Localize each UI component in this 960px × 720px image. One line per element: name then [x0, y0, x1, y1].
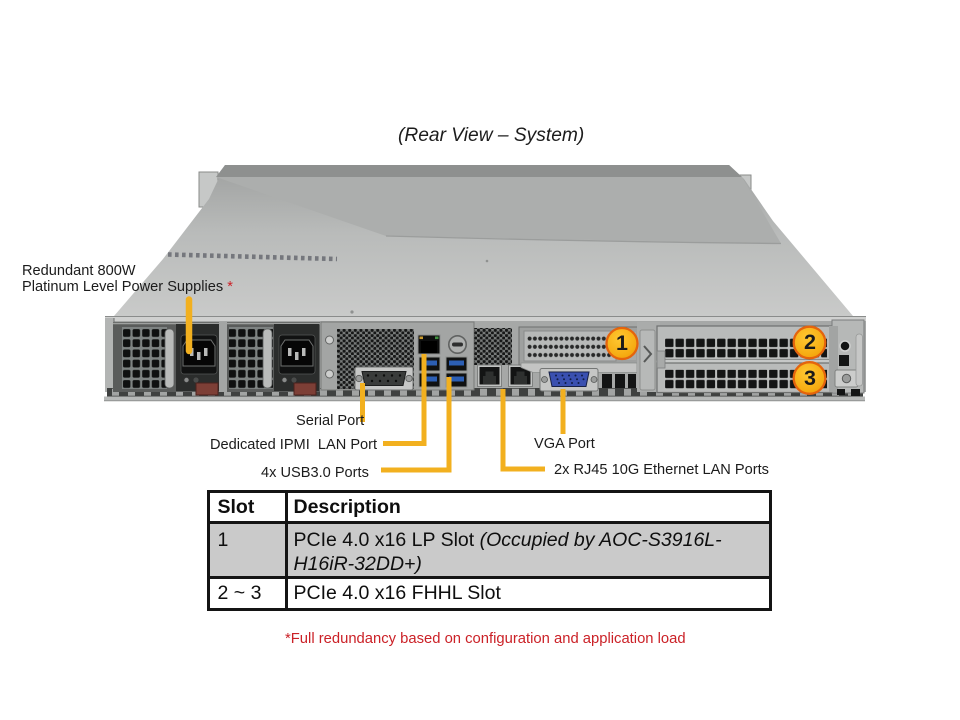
- power-supply-2: [229, 324, 319, 396]
- callout-lines: [185, 296, 566, 473]
- vga-port-label: VGA Port: [534, 436, 595, 452]
- footnote: *Full redundancy based on configuration …: [285, 631, 686, 647]
- slot-description-table: Slot Description 1 PCIe 4.0 x16 LP Slot …: [206, 490, 772, 611]
- ipmi-callout-line: [383, 354, 427, 446]
- slot-marker-1-number: 1: [616, 331, 628, 355]
- table-header-description: Description: [284, 490, 772, 524]
- power-supplies-label-line1: Redundant 800W: [22, 262, 136, 279]
- lan-port-1: [477, 364, 502, 387]
- table-header-row: Slot Description: [206, 490, 772, 524]
- lid-vent-dashes: [167, 252, 338, 262]
- power-supply-bays: [113, 322, 320, 396]
- slot-marker-1-circle: [605, 326, 639, 361]
- right-end-cap: [829, 319, 865, 396]
- lan-callout-line: [500, 389, 545, 472]
- chassis-top-lid: [114, 165, 853, 320]
- slot-marker-2-circle: [792, 325, 827, 360]
- riser-latch: [637, 322, 660, 392]
- lan-area: [474, 328, 533, 387]
- ipmi-lan-port: [417, 334, 441, 355]
- page-title: (Rear View – System): [398, 124, 585, 146]
- slot-divider: [657, 360, 838, 363]
- pcie-slot-1: [518, 326, 641, 392]
- table-header-slot: Slot: [206, 490, 288, 524]
- lan-port-2: [508, 364, 533, 387]
- slot-marker-3-number: 3: [804, 366, 816, 390]
- ipmi-lan-port-label: Dedicated IPMI LAN Port: [210, 436, 378, 453]
- table-cell-slot-1: 1: [206, 521, 288, 579]
- usb-callout-line: [381, 377, 452, 473]
- serial-port: [354, 366, 414, 391]
- table-cell-desc-1: PCIe 4.0 x16 LP Slot (Occupied by AOC-S3…: [284, 521, 772, 579]
- slot-markers: [605, 325, 827, 395]
- table-cell-desc-2: PCIe 4.0 x16 FHHL Slot: [284, 575, 772, 611]
- usb-ports-label: 4x USB3.0 Ports: [261, 464, 369, 481]
- serial-port-label: Serial Port: [296, 412, 365, 429]
- io-panel: [320, 321, 475, 391]
- slot-marker-2-number: 2: [804, 330, 816, 354]
- ethernet-lan-ports-label: 2x RJ45 10G Ethernet LAN Ports: [554, 461, 769, 478]
- table-row: 1 PCIe 4.0 x16 LP Slot (Occupied by AOC-…: [206, 521, 772, 579]
- table-row: 2 ~ 3 PCIe 4.0 x16 FHHL Slot: [206, 575, 772, 611]
- uid-button: [447, 334, 467, 354]
- usb-port-2: [445, 356, 468, 372]
- power-supplies-label-line2: Platinum Level Power Supplies *: [22, 279, 233, 295]
- vga-port: [539, 368, 599, 392]
- slot-marker-3-circle: [792, 361, 827, 395]
- power-supplies-asterisk: *: [227, 279, 233, 295]
- power-supply-1: [122, 324, 221, 396]
- table-cell-slot-2: 2 ~ 3: [206, 575, 288, 611]
